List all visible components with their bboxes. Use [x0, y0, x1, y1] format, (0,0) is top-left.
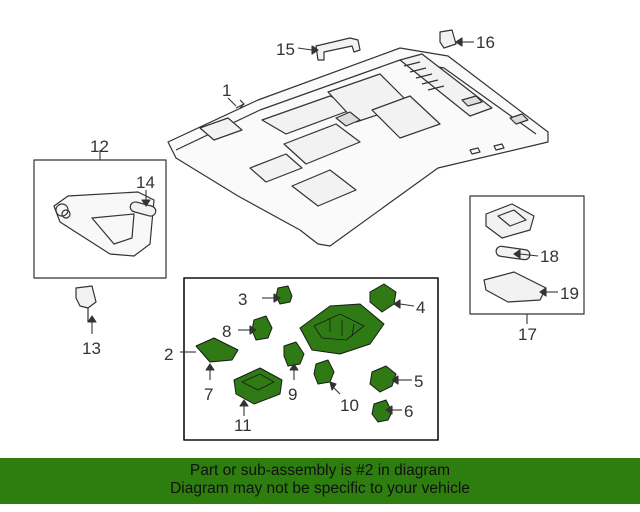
dome-lamp-group-box — [183, 277, 439, 441]
callout-6: 6 — [404, 402, 413, 421]
callout-12: 12 — [90, 137, 109, 156]
switch-part-9 — [283, 341, 305, 367]
map-lamp-assembly — [485, 203, 535, 239]
callout-2: 2 — [164, 345, 173, 364]
callout-3: 3 — [238, 290, 247, 309]
clip-part-10 — [313, 359, 335, 385]
lamp-lens-part-2 — [195, 337, 239, 363]
callout-14: 14 — [136, 173, 155, 192]
map-lamp-lens — [483, 271, 547, 303]
headliner-clip — [439, 29, 457, 49]
callout-16: 16 — [476, 33, 495, 52]
lamp-socket-part-8 — [251, 315, 273, 341]
callout-7: 7 — [204, 385, 213, 404]
assist-grip — [315, 37, 361, 61]
callout-15: 15 — [276, 40, 295, 59]
callout-19: 19 — [560, 284, 579, 303]
banner-line-1: Part or sub-assembly is #2 in diagram — [189, 462, 451, 479]
callout-9: 9 — [288, 385, 297, 404]
callout-13: 13 — [82, 339, 101, 358]
bracket-part-3 — [275, 285, 293, 305]
socket-part-5 — [369, 365, 397, 393]
callout-18: 18 — [540, 247, 559, 266]
leader-lines — [87, 37, 558, 416]
bulb-part-6 — [371, 399, 393, 423]
map-lamp-bulb — [495, 245, 531, 261]
callout-1: 1 — [222, 81, 231, 100]
sun-visor — [53, 191, 155, 257]
callout-17: 17 — [518, 325, 537, 344]
headliner-panel — [167, 47, 549, 247]
parts-diagram: 1 2 3 4 5 6 7 8 9 10 11 12 13 14 15 16 1… — [33, 29, 585, 441]
callout-10: 10 — [340, 396, 359, 415]
callout-5: 5 — [414, 372, 423, 391]
connector-part-4 — [369, 283, 397, 313]
visor-holder — [75, 285, 97, 322]
info-banner: Part or sub-assembly is #2 in diagram Di… — [0, 458, 640, 504]
banner-line-2: Diagram may not be specific to your vehi… — [170, 480, 470, 497]
cover-part-11 — [233, 367, 283, 405]
callout-11: 11 — [234, 416, 252, 435]
callout-8: 8 — [222, 322, 231, 341]
callout-4: 4 — [416, 298, 425, 317]
